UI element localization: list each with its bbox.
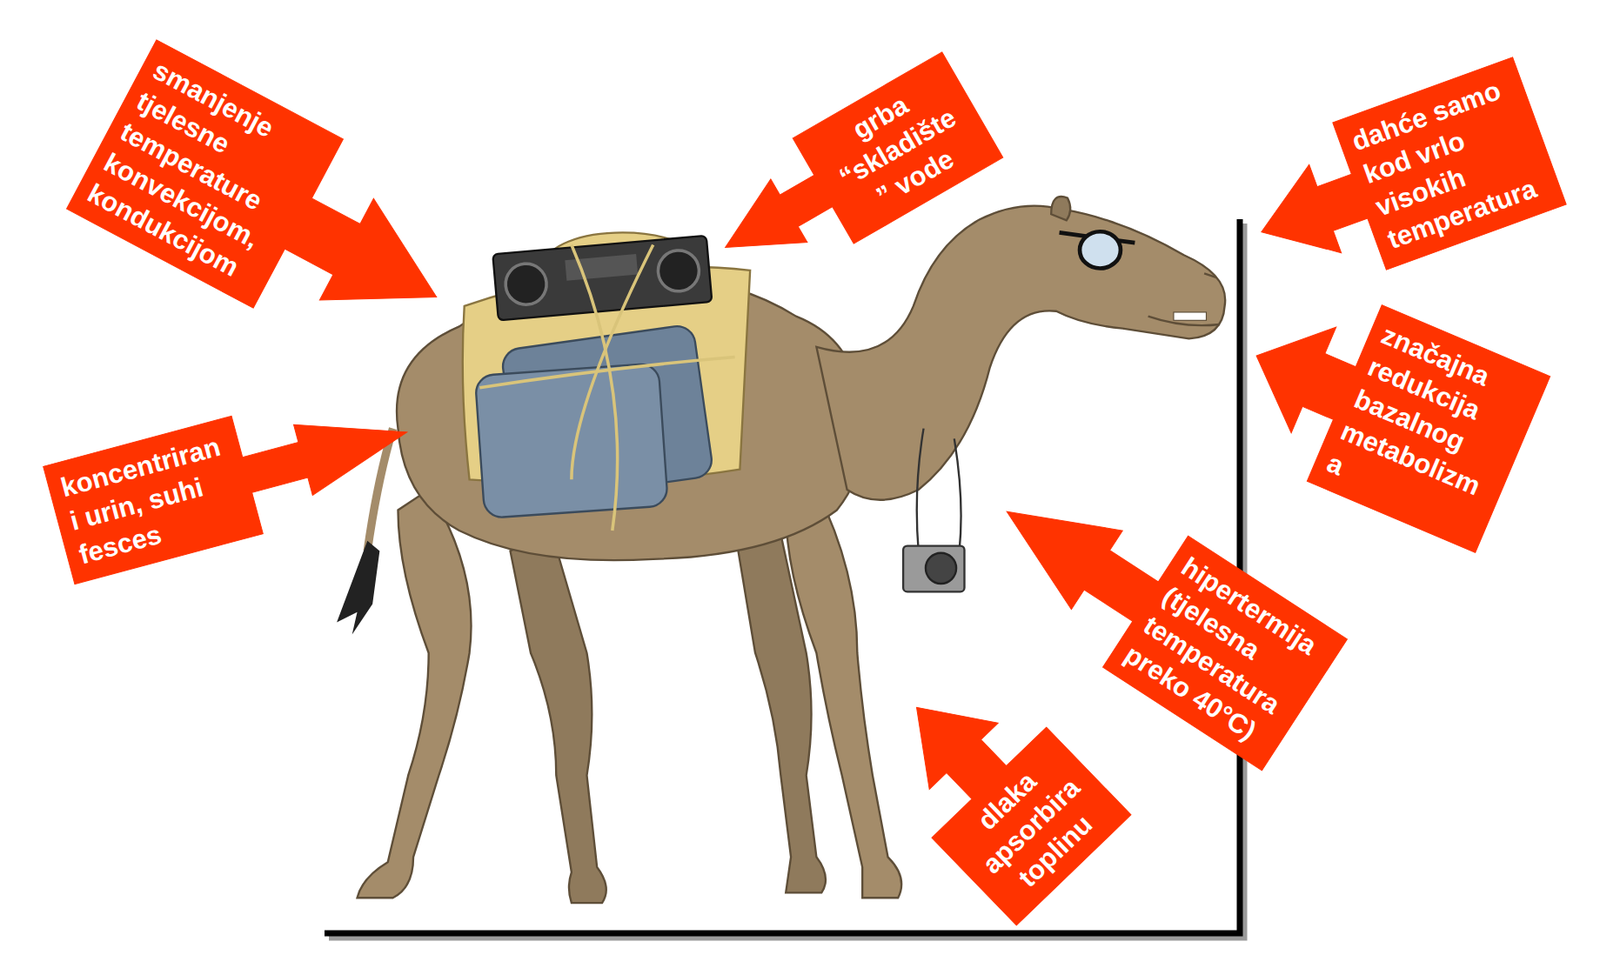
camel-leg xyxy=(785,489,902,898)
rope xyxy=(571,245,654,481)
camel-neck-head xyxy=(816,206,1226,501)
callout-arrow xyxy=(66,40,482,382)
camel-nostril xyxy=(1204,273,1217,278)
rope xyxy=(479,357,735,389)
callout-arrow xyxy=(1234,57,1567,306)
callout-arrow xyxy=(964,446,1347,771)
boombox-speaker xyxy=(503,261,549,307)
camel-leg xyxy=(357,489,472,898)
camera-lens xyxy=(925,553,957,584)
arrow-callout: smanjenje tjelesne temperature konvekcij… xyxy=(66,40,343,308)
camera-strap xyxy=(954,438,962,551)
arrow-callout: dlaka apsorbira toplinu xyxy=(931,727,1132,926)
boombox-body xyxy=(492,235,712,321)
camel-tail-tuft xyxy=(336,541,380,636)
callout-arrow xyxy=(858,652,1131,926)
callout-text: značajna redukcija bazalnog metabolizm a xyxy=(1321,317,1536,540)
arrow-callout: značajna redukcija bazalnog metabolizm a xyxy=(1306,305,1550,554)
arrow-callout: grba “skladište ” vode xyxy=(792,52,1003,244)
callout-text: smanjenje tjelesne temperature konvekcij… xyxy=(80,53,329,295)
camel-leg xyxy=(510,530,607,904)
callout-text: koncentriran i urin, suhi fesces xyxy=(57,428,249,574)
arrow-callout: dahće samo kod vrlo visokih temperatura xyxy=(1332,57,1567,270)
rope xyxy=(571,245,618,531)
glasses-lens xyxy=(1079,231,1121,268)
camera-body xyxy=(903,546,965,593)
callout-arrow xyxy=(1218,267,1551,554)
callout-arrow xyxy=(43,373,423,584)
camel-teeth xyxy=(1173,312,1207,321)
boombox xyxy=(492,235,712,321)
arrow-callout: hipertermija (tjelesna temperatura preko… xyxy=(1103,535,1348,771)
camera-strap xyxy=(917,428,924,552)
arrow-callout: koncentriran i urin, suhi fesces xyxy=(43,415,264,584)
boombox-speaker xyxy=(656,248,701,294)
camel-ear xyxy=(1051,196,1071,221)
callout-arrow xyxy=(695,52,1004,301)
suitcase xyxy=(475,362,669,519)
